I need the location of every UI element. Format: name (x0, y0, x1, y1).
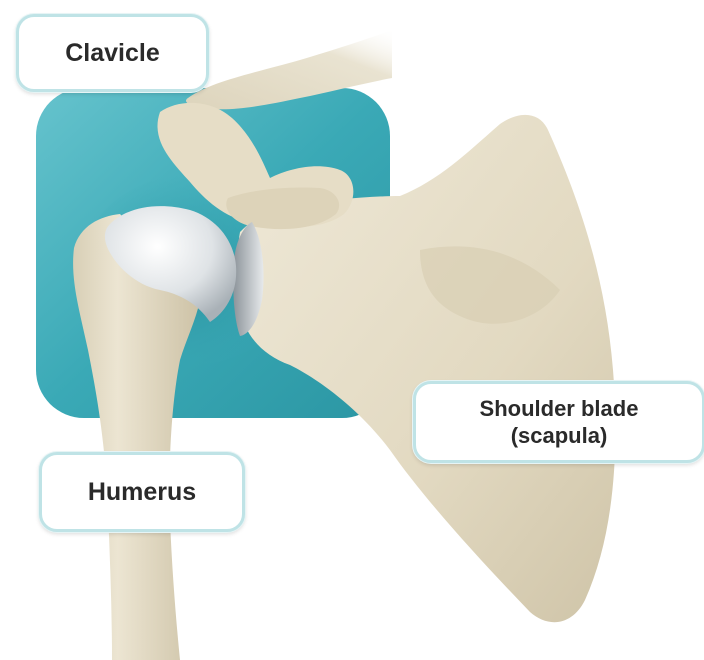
shoulder-blade-label-line1: Shoulder blade (480, 395, 639, 423)
humerus-label-text: Humerus (88, 478, 196, 507)
shoulder-blade-label: Shoulder blade (scapula) (413, 381, 704, 463)
humerus-label: Humerus (39, 452, 245, 532)
clavicle-label: Clavicle (16, 14, 209, 92)
clavicle-label-text: Clavicle (65, 39, 160, 68)
shoulder-blade-label-line2: (scapula) (511, 422, 608, 450)
